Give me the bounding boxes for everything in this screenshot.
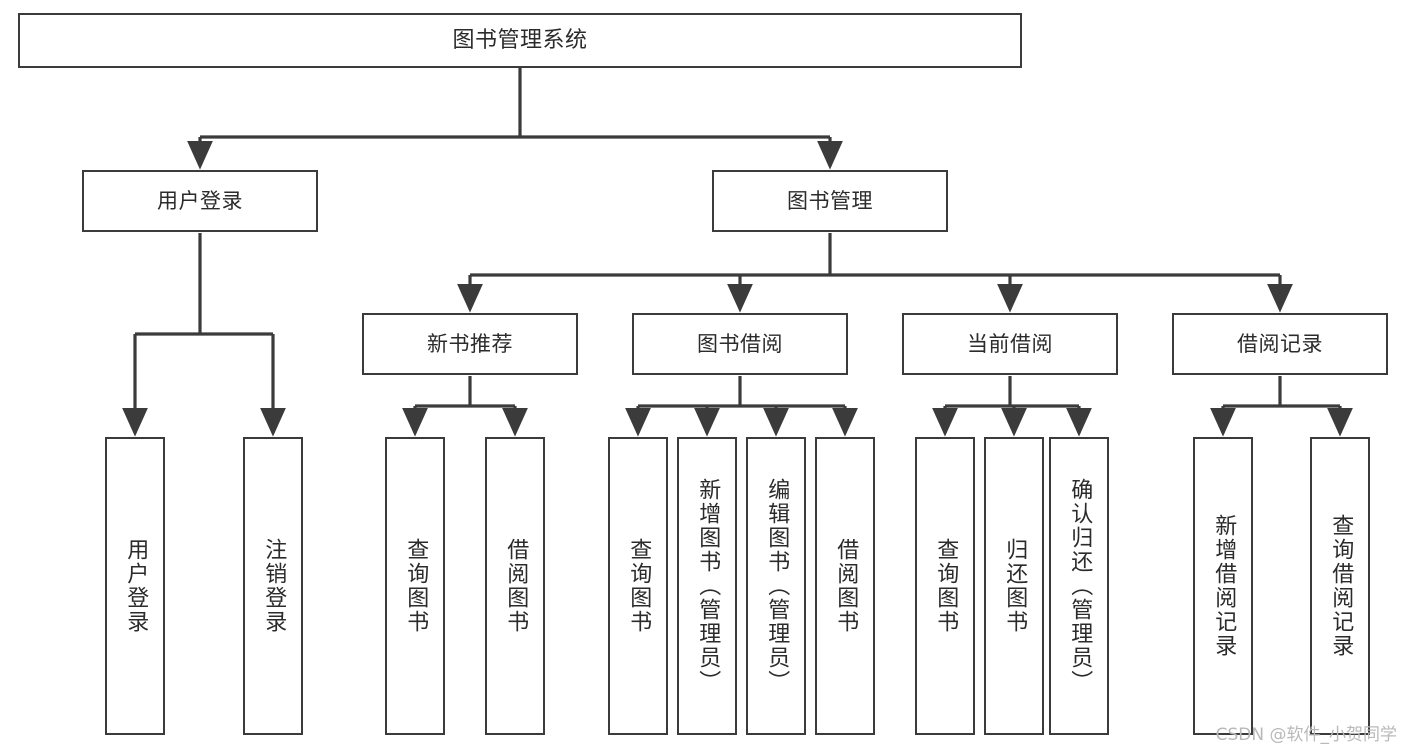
node-borrow-record[interactable]: 借阅记录 xyxy=(1172,313,1388,375)
node-label: 借阅图书 xyxy=(503,538,529,634)
leaf-query-borrow-record[interactable]: 查询借阅记录 xyxy=(1310,437,1370,735)
node-label: 归还图书 xyxy=(1002,538,1028,634)
node-label: 当前借阅 xyxy=(967,331,1053,356)
node-label: 用户登录 xyxy=(123,538,149,634)
leaf-return-book[interactable]: 归还图书 xyxy=(984,437,1044,735)
leaf-borrow-book[interactable]: 借阅图书 xyxy=(815,437,875,735)
node-label: 图书借阅 xyxy=(697,331,783,356)
csdn-watermark: CSDN @软件_小贺同学 xyxy=(1215,725,1397,745)
node-user-login[interactable]: 用户登录 xyxy=(82,170,318,232)
leaf-confirm-return-admin[interactable]: 确认归还（管理员） xyxy=(1049,437,1109,735)
node-label: 查询图书 xyxy=(933,538,959,634)
node-label: 确认归还（管理员） xyxy=(1067,478,1093,694)
node-label: 新增借阅记录 xyxy=(1211,514,1237,658)
node-label: 用户登录 xyxy=(157,188,243,213)
node-label: 图书管理系统 xyxy=(452,27,588,53)
node-book-management[interactable]: 图书管理 xyxy=(712,170,948,232)
leaf-query-book-current[interactable]: 查询图书 xyxy=(915,437,975,735)
leaf-user-login[interactable]: 用户登录 xyxy=(105,437,165,735)
node-label: 新书推荐 xyxy=(427,331,513,356)
leaf-logout-login[interactable]: 注销登录 xyxy=(243,437,303,735)
node-current-borrow[interactable]: 当前借阅 xyxy=(902,313,1118,375)
node-label: 借阅图书 xyxy=(833,538,859,634)
node-label: 查询图书 xyxy=(626,538,652,634)
node-label: 借阅记录 xyxy=(1237,331,1323,356)
leaf-query-book-recommend[interactable]: 查询图书 xyxy=(385,437,445,735)
leaf-borrow-book-recommend[interactable]: 借阅图书 xyxy=(485,437,545,735)
node-label: 图书管理 xyxy=(787,188,873,213)
leaf-add-book-admin[interactable]: 新增图书（管理员） xyxy=(677,437,737,735)
node-label: 新增图书（管理员） xyxy=(695,478,721,694)
leaf-query-book-borrow[interactable]: 查询图书 xyxy=(608,437,668,735)
node-label: 查询图书 xyxy=(403,538,429,634)
node-root-book-management-system[interactable]: 图书管理系统 xyxy=(18,13,1022,68)
node-label: 编辑图书（管理员） xyxy=(764,478,790,694)
node-label: 查询借阅记录 xyxy=(1328,514,1354,658)
leaf-add-borrow-record[interactable]: 新增借阅记录 xyxy=(1193,437,1253,735)
node-new-book-recommend[interactable]: 新书推荐 xyxy=(362,313,578,375)
leaf-edit-book-admin[interactable]: 编辑图书（管理员） xyxy=(746,437,806,735)
node-label: 注销登录 xyxy=(261,538,287,634)
node-book-borrow[interactable]: 图书借阅 xyxy=(632,313,848,375)
